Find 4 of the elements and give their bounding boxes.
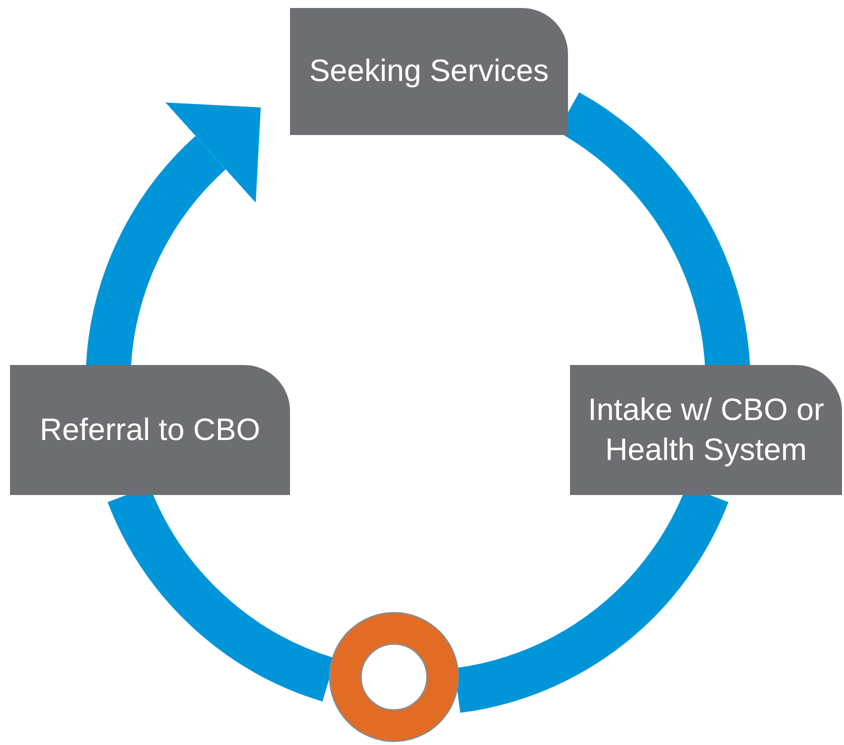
process-box: Intake w/ CBO or Health System bbox=[570, 365, 842, 495]
process-box: Referral to CBO bbox=[10, 365, 290, 495]
ring-marker bbox=[329, 612, 459, 742]
process-box: Seeking Services bbox=[290, 8, 568, 135]
